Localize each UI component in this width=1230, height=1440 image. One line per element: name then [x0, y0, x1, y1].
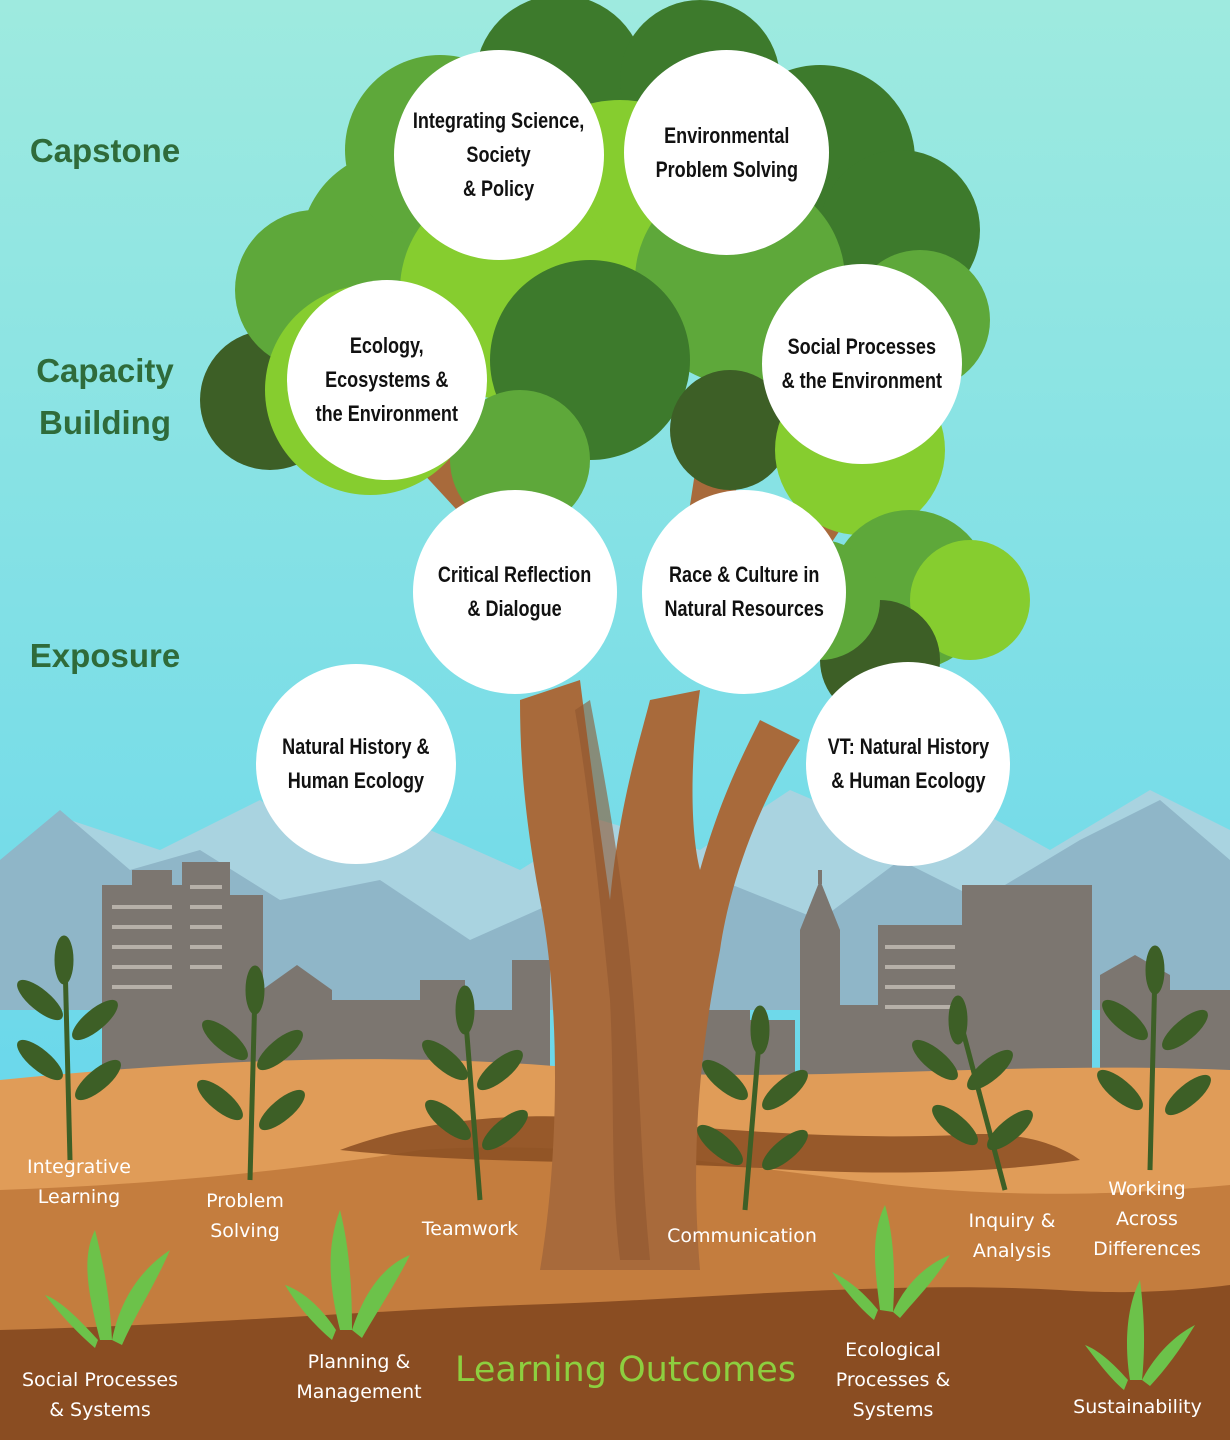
course-line: Natural Resources	[664, 596, 824, 621]
outcome-working-across-differences: Working Across Differences	[1082, 1174, 1212, 1264]
plant-communication	[697, 1005, 808, 1211]
course-line: Problem Solving	[655, 156, 798, 182]
course-integrating-science: Integrating Science, Society & Policy	[394, 50, 604, 260]
city-windows	[112, 885, 955, 1009]
outcome-line: Communication	[667, 1225, 817, 1247]
course-line: & Human Ecology	[830, 768, 986, 793]
outcome-inquiry-analysis: Inquiry & Analysis	[952, 1206, 1072, 1266]
course-social-processes: Social Processes & the Environment	[762, 264, 962, 464]
outcome-line: Solving	[210, 1220, 280, 1242]
tier-capstone: Capstone	[29, 132, 181, 169]
course-line: Ecosystems &	[325, 367, 449, 392]
outcome-line: Processes &	[835, 1369, 951, 1391]
learning-outcomes-title: Learning Outcomes	[455, 1350, 797, 1390]
course-ecology-ecosystems: Ecology, Ecosystems & the Environment	[287, 280, 487, 480]
course-line: & Dialogue	[467, 596, 563, 621]
course-line: & the Environment	[781, 368, 943, 393]
sprout-social-processes	[45, 1230, 170, 1348]
course-line: Race & Culture in	[668, 562, 820, 587]
tier-exposure: Exposure	[29, 637, 181, 674]
outcome-line: Teamwork	[421, 1218, 519, 1240]
outcome-social-processes-systems: Social Processes & Systems	[10, 1365, 190, 1425]
sprout-planning	[285, 1210, 410, 1340]
course-environmental-problem-solving: Environmental Problem Solving	[624, 50, 829, 255]
outcome-ecological-processes: Ecological Processes & Systems	[818, 1335, 968, 1425]
outcome-line: Inquiry &	[968, 1210, 1056, 1232]
plant-problem-solving	[197, 965, 305, 1181]
course-line: Social Processes	[787, 334, 937, 359]
course-line: Critical Reflection	[438, 562, 592, 587]
course-critical-reflection: Critical Reflection & Dialogue	[413, 490, 617, 694]
outcome-line: Across	[1116, 1208, 1178, 1230]
trunk-shadow	[575, 700, 650, 1260]
tier-capacity-line1: Capacity	[36, 352, 174, 389]
outcome-line: Systems	[852, 1399, 934, 1421]
outcome-communication: Communication	[657, 1221, 827, 1251]
outcome-line: Working	[1108, 1178, 1186, 1200]
course-natural-history: Natural History & Human Ecology	[256, 664, 456, 864]
course-line: Integrating Science,	[413, 108, 585, 133]
course-line: Natural History &	[282, 734, 430, 759]
outcome-teamwork: Teamwork	[405, 1214, 535, 1244]
course-line: Ecology,	[350, 333, 424, 358]
outcome-plants	[17, 935, 1211, 1211]
outcome-planning-management: Planning & Management	[285, 1347, 433, 1407]
outcome-line: Social Processes	[21, 1369, 179, 1391]
outcome-line: Problem	[206, 1190, 284, 1212]
sprout-ecological	[832, 1205, 950, 1320]
course-line: Environmental	[663, 122, 790, 148]
outcome-line: Ecological	[845, 1339, 941, 1361]
outcome-integrative-learning: Integrative Learning	[14, 1152, 144, 1212]
outcome-line: Learning	[37, 1186, 121, 1208]
plant-teamwork	[422, 985, 528, 1201]
outcome-problem-solving: Problem Solving	[185, 1186, 305, 1246]
course-line: the Environment	[315, 401, 459, 426]
outcome-line: & Systems	[49, 1399, 151, 1421]
outcome-line: Integrative	[27, 1156, 131, 1178]
ground-dark	[0, 1285, 1230, 1440]
sprout-sustainability	[1085, 1280, 1195, 1390]
course-line: & Policy	[463, 176, 535, 201]
plant-working-across-differences	[1097, 945, 1211, 1171]
tier-capacity-building: Capacity Building	[20, 345, 190, 449]
outcome-line: Differences	[1093, 1238, 1201, 1260]
outcome-line: Analysis	[972, 1240, 1052, 1262]
course-race-culture: Race & Culture in Natural Resources	[642, 490, 846, 694]
course-line: Human Ecology	[287, 768, 425, 793]
plant-integrative-learning	[17, 935, 121, 1161]
outcome-line: Planning &	[307, 1351, 411, 1373]
outcome-sprouts	[45, 1205, 1195, 1390]
course-line: VT: Natural History	[827, 734, 989, 759]
outcome-line: Sustainability	[1073, 1396, 1202, 1418]
tier-capacity-line2: Building	[39, 404, 171, 441]
outcome-sustainability: Sustainability	[1065, 1392, 1210, 1422]
outcome-line: Management	[296, 1381, 422, 1403]
course-vt-natural-history: VT: Natural History & Human Ecology	[806, 662, 1010, 866]
course-line: Society	[466, 142, 532, 167]
plant-inquiry-analysis	[912, 995, 1033, 1191]
